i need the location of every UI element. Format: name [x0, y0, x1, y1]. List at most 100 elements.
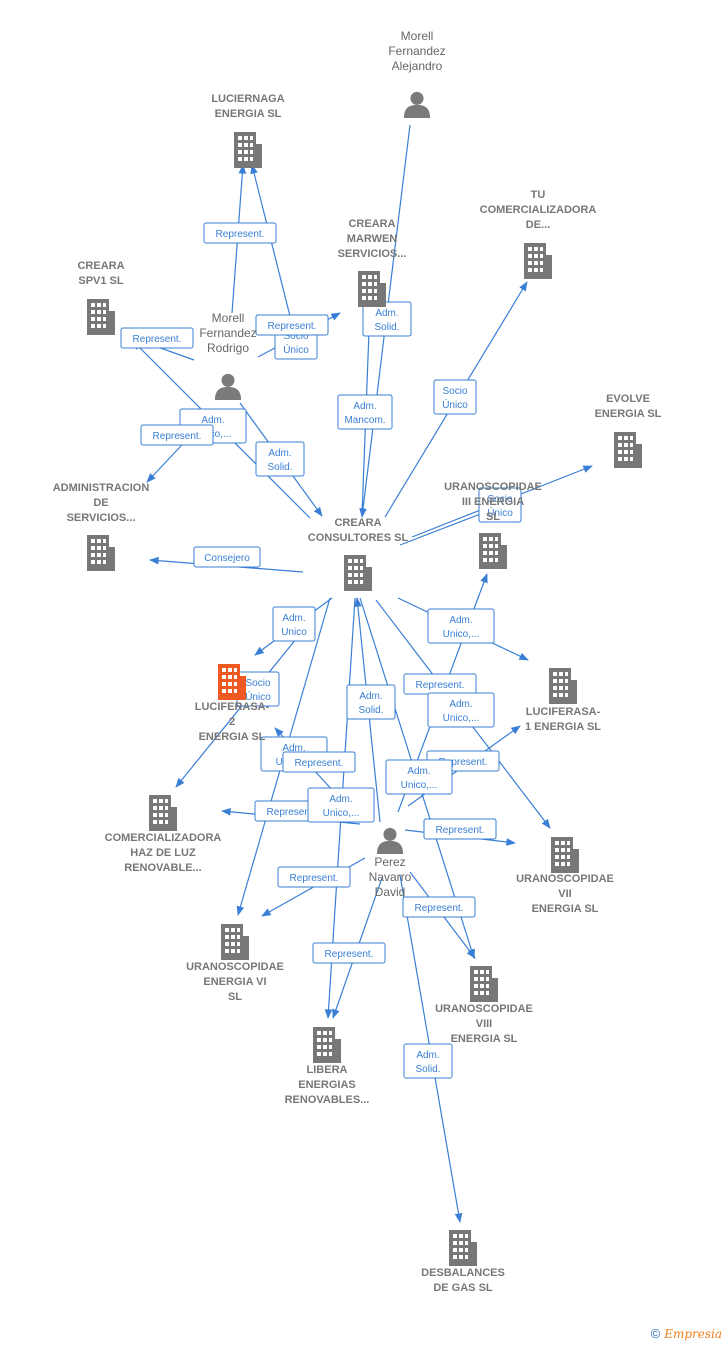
node-label: LIBERA — [307, 1064, 348, 1076]
edge-label-text: Adm. — [416, 1050, 439, 1061]
edge-label[interactable]: Adm.Solid. — [403, 1043, 453, 1079]
node-label: DESBALANCES — [421, 1267, 505, 1279]
edge-label[interactable]: Adm.Solid. — [362, 301, 412, 337]
node-label: VIII — [476, 1018, 493, 1030]
edge-label[interactable]: Adm. Solid. — [346, 684, 396, 720]
node-label: URANOSCOPIDAE — [435, 1003, 533, 1015]
node-label: DE... — [526, 219, 550, 231]
edge-label[interactable]: Adm. Unico — [272, 606, 316, 642]
edge-label-text: Represent. — [439, 757, 488, 768]
node-label: ENERGIAS — [298, 1079, 355, 1091]
edge-label[interactable]: Adm.Mancom. — [337, 394, 393, 430]
node-label: Rodrigo — [207, 341, 249, 355]
edge-label-text: Adm. — [201, 415, 224, 426]
node-evolve[interactable]: EVOLVE ENERGIA SL — [595, 393, 662, 468]
person-icon — [376, 827, 404, 854]
edge-label[interactable]: Represent. — [402, 896, 476, 918]
building-icon — [234, 132, 262, 168]
node-tu_comercializadora[interactable]: TUCOMERCIALIZADORADE... — [480, 189, 597, 279]
edge-label[interactable]: Represent. — [403, 673, 477, 695]
edge-label-text: Mancom. — [344, 415, 385, 426]
building-icon — [313, 1027, 341, 1063]
person-icon — [403, 91, 431, 118]
node-label: SL — [228, 991, 242, 1003]
building-icon — [551, 837, 579, 873]
edge-label[interactable]: Represent. — [203, 222, 277, 244]
node-label: Morell — [401, 29, 434, 43]
node-libera[interactable]: LIBERAENERGIASRENOVABLES... — [285, 1027, 370, 1106]
node-label: CREARA — [348, 218, 395, 230]
edge-label[interactable]: Represent. — [255, 314, 329, 336]
building-icon — [149, 795, 177, 831]
edge-label[interactable]: Represent. — [120, 327, 194, 349]
node-label: Alejandro — [392, 59, 443, 73]
edge-label-text: Represent. — [290, 873, 339, 884]
edge-label[interactable]: Represent. — [140, 424, 214, 446]
edge-label[interactable]: Adm.Solid. — [255, 441, 305, 477]
edge-label-text: Solid. — [358, 705, 383, 716]
building-icon — [87, 299, 115, 335]
node-administracion[interactable]: ADMINISTRACIONDESERVICIOS... — [53, 482, 150, 571]
edge-label-text: Adm. — [359, 691, 382, 702]
edge-label[interactable]: Represent. — [312, 942, 386, 964]
edge-label-text: Consejero — [204, 553, 250, 564]
edge-label[interactable]: Adm.Unico,... — [427, 692, 495, 728]
edge-label-text: Adm. — [449, 615, 472, 626]
edge-label-text: Represent. — [267, 807, 316, 818]
building-icon — [479, 533, 507, 569]
node-label: ENERGIA SL — [199, 731, 266, 743]
edge-label[interactable]: Consejero — [193, 546, 261, 568]
edge-label[interactable]: Represent. — [423, 818, 497, 840]
node-label: CREARA — [334, 517, 381, 529]
edge-label[interactable]: Adm.Unico,... — [307, 787, 375, 823]
edge-label[interactable]: Represent. — [277, 866, 351, 888]
edge-label-text: Único — [283, 343, 309, 356]
node-label: VII — [558, 888, 571, 900]
node-creara_marwen[interactable]: CREARAMARWENSERVICIOS... — [338, 218, 407, 307]
building-icon — [358, 271, 386, 307]
node-label: ENERGIA VI — [203, 976, 266, 988]
copyright-icon: © — [650, 1326, 661, 1341]
edge-label[interactable]: Represent. — [282, 751, 356, 773]
edge-label-text: Unico — [281, 627, 307, 638]
node-label: ENERGIA SL — [595, 408, 662, 420]
node-luciferasa_1[interactable]: LUCIFERASA-1 ENERGIA SL — [525, 668, 601, 733]
edge-label[interactable]: Adm.Unico,... — [427, 608, 495, 644]
edge-label-text: Adm. — [282, 743, 305, 754]
edge-label-text: Adm. — [268, 448, 291, 459]
footer-brand[interactable]: ©Empresia — [651, 1326, 722, 1341]
edge-label-text: Adm. — [375, 308, 398, 319]
edge-label-text: Represent. — [436, 825, 485, 836]
node-label: LUCIFERASA- — [195, 701, 270, 713]
node-label: EVOLVE — [606, 393, 650, 405]
building-icon — [449, 1230, 477, 1266]
node-label: COMERCIALIZADORA — [480, 204, 597, 216]
node-label: Navarro — [369, 870, 412, 884]
edge-label-text: Unico,... — [443, 713, 480, 724]
node-label: LUCIFERASA- — [526, 706, 601, 718]
node-label: ADMINISTRACION — [53, 482, 150, 494]
node-label: 2 — [229, 716, 235, 728]
edge-label[interactable]: Adm.Unico,... — [385, 759, 453, 795]
node-label: URANOSCOPIDAE — [516, 873, 614, 885]
edge-label-text: Represent. — [295, 758, 344, 769]
edge-label-text: Represent. — [325, 949, 374, 960]
node-label: SERVICIOS... — [338, 248, 407, 260]
edge-label-text: Adm. — [282, 613, 305, 624]
